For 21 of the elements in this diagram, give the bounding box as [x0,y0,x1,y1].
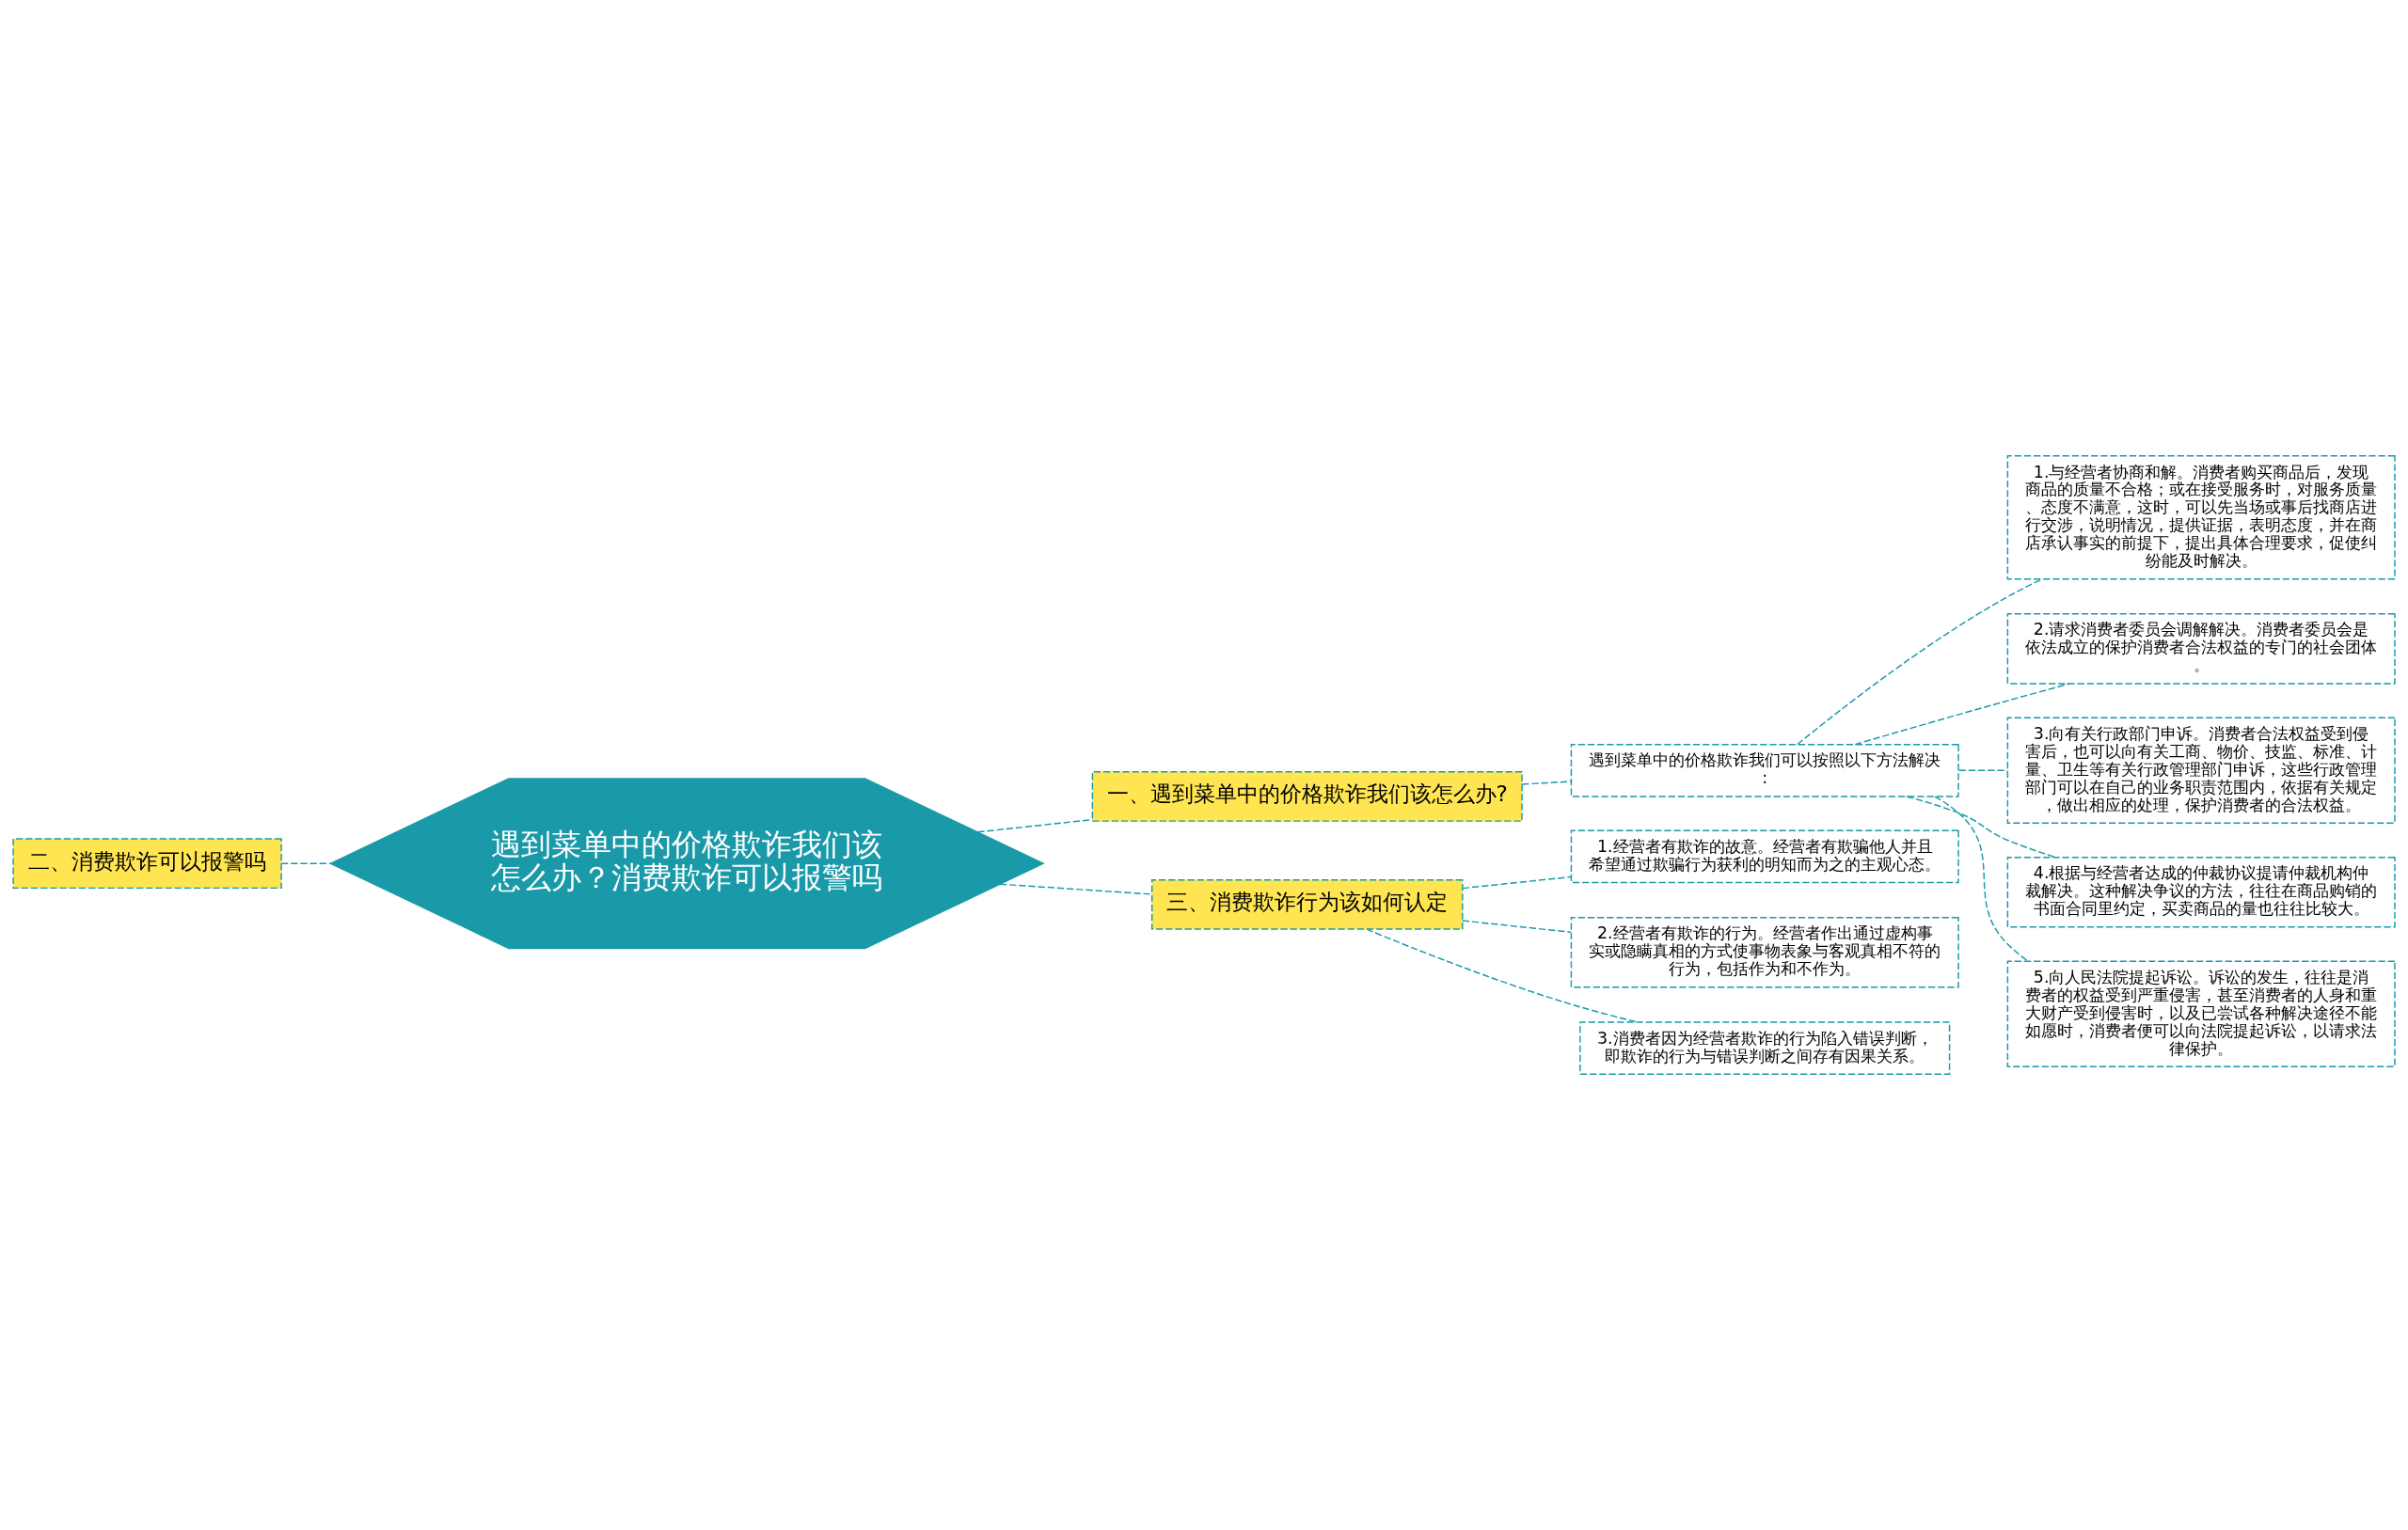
connector [999,883,1152,895]
node-box: 二、消费欺诈可以报警吗 [12,838,282,890]
connector [1462,920,1572,933]
node-box: 三、消费欺诈行为该如何认定 [1150,878,1464,930]
connector [1462,875,1572,890]
node-box: 2.经营者有欺诈的行为。经营者作出通过虚构事实或隐瞒真相的方式使事物表象与客观真相不符的行为，包括作为和不作为。 [1570,916,1959,988]
node-box: 遇到菜单中的价格欺诈我们可以按照以下方法解决: [1570,743,1959,797]
node-box: 3.消费者因为经营者欺诈的行为陷入错误判断，即欺诈的行为与错误判断之间存有因果关系。 [1579,1021,1951,1075]
node-box: 一、遇到菜单中的价格欺诈我们该怎么办? [1091,771,1523,822]
node-box: 1.经营者有欺诈的故意。经营者有欺骗他人并且希望通过欺骗行为获利的明知而为之的主观心态。 [1570,829,1959,884]
connector [1854,683,2070,746]
connector [1366,928,1639,1023]
node-box: 3.向有关行政部门申诉。消费者合法权益受到侵害后，也可以向有关工商、物价、技监、标准、计量、卫生等有关行政管理部门申诉，这些行政管理部门可以在自己的业务职责范围内，依据有关规定，做出相应的处理，保护消费者的合法权益。 [2006,717,2396,825]
connector [1521,781,1573,785]
connector [1934,796,2029,962]
node-box: 5.向人民法院提起诉讼。诉讼的发生，往往是消费者的权益受到严重侵害，甚至消费者的人身和重大财产受到侵害时，以及已尝试各种解决途径不能如愿时，消费者便可以向法院提起诉讼，以请求法律保护。 [2006,960,2396,1067]
connector [280,862,332,864]
node-box: 1.与经营者协商和解。消费者购买商品后，发现商品的质量不合格；或在接受服务时，对服务质量、态度不满意，这时，可以先当场或事后找商店进行交涉，说明情况，提供证据，表明态度，并在商店承认事实的前提下，提出具体合理要求，促使纠纷能及时解决。 [2006,455,2396,580]
node-box: 4.根据与经营者达成的仲裁协议提请仲裁机构仲裁解决。这种解决争议的方法，往往在商品购销的书面合同里约定，买卖商品的量也往往比较大。 [2006,856,2396,928]
connector [1957,769,2008,772]
node-box: 2.请求消费者委员会调解解决。消费者委员会是依法成立的保护消费者合法权益的专门的社会团体。 [2006,613,2396,685]
